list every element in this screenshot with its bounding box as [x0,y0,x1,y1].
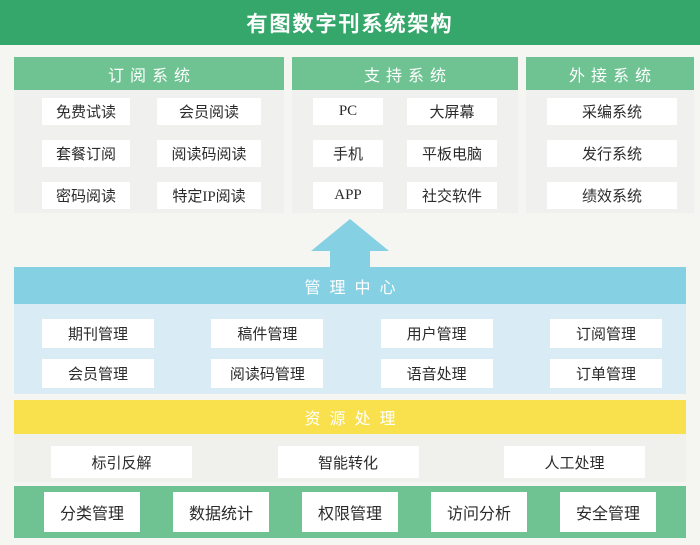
up-arrow-icon [311,219,389,251]
up-arrow-stem [330,250,370,268]
diagram-node: 安全管理 [560,492,656,532]
section-subscription-system: 订阅系统 免费试读 会员阅读 套餐订阅 阅读码阅读 密码阅读 特定IP阅读 [14,57,284,213]
diagram-node: 免费试读 [42,98,130,125]
diagram-node: 阅读码管理 [211,359,324,388]
diagram-node: 标引反解 [51,446,192,478]
diagram-node: 采编系统 [547,98,677,125]
diagram-node: 人工处理 [504,446,645,478]
diagram-node: 稿件管理 [211,319,324,348]
diagram-node: 套餐订阅 [42,140,130,167]
section-support-body: PC 大屏幕 手机 平板电脑 APP 社交软件 [292,90,518,209]
diagram-node: 阅读码阅读 [157,140,261,167]
diagram-node: 访问分析 [431,492,527,532]
diagram-node: 发行系统 [547,140,677,167]
diagram-title-bar: 有图数字刊系统架构 [0,0,700,45]
diagram-node: 数据统计 [173,492,269,532]
section-external-body: 采编系统 发行系统 绩效系统 [526,90,694,209]
diagram-node: 大屏幕 [407,98,497,125]
management-center-band: 管理中心 [14,267,686,304]
diagram-node: 平板电脑 [407,140,497,167]
diagram-node: 用户管理 [380,319,493,348]
diagram-node: 会员管理 [42,359,154,388]
diagram-node: 订单管理 [549,359,662,388]
diagram-node: 绩效系统 [547,182,677,209]
section-support-system: 支持系统 PC 大屏幕 手机 平板电脑 APP 社交软件 [292,57,518,213]
diagram-node: PC [313,98,383,125]
diagram-node: 手机 [313,140,383,167]
section-subscription-body: 免费试读 会员阅读 套餐订阅 阅读码阅读 密码阅读 特定IP阅读 [14,90,284,209]
diagram-node: 分类管理 [44,492,140,532]
diagram-node: 密码阅读 [42,182,130,209]
diagram-node: 智能转化 [277,446,419,478]
management-center-area: 期刊管理 稿件管理 用户管理 订阅管理 会员管理 阅读码管理 语音处理 订单管理 [14,304,686,394]
diagram-node: APP [313,182,383,209]
resource-processing-area: 标引反解 智能转化 人工处理 [14,434,686,482]
section-support-header: 支持系统 [292,57,518,90]
page-title: 有图数字刊系统架构 [246,11,454,36]
diagram-node: 会员阅读 [157,98,261,125]
section-external-header: 外接系统 [526,57,694,90]
resource-processing-band: 资源处理 [14,400,686,434]
section-external-system: 外接系统 采编系统 发行系统 绩效系统 [526,57,694,213]
diagram-node: 订阅管理 [549,319,662,348]
diagram-node: 期刊管理 [42,319,154,348]
diagram-node: 社交软件 [407,182,497,209]
bottom-modules-band: 分类管理 数据统计 权限管理 访问分析 安全管理 [14,486,686,538]
diagram-node: 特定IP阅读 [157,182,261,209]
diagram-node: 语音处理 [380,359,493,388]
diagram-node: 权限管理 [302,492,398,532]
section-subscription-header: 订阅系统 [14,57,284,90]
